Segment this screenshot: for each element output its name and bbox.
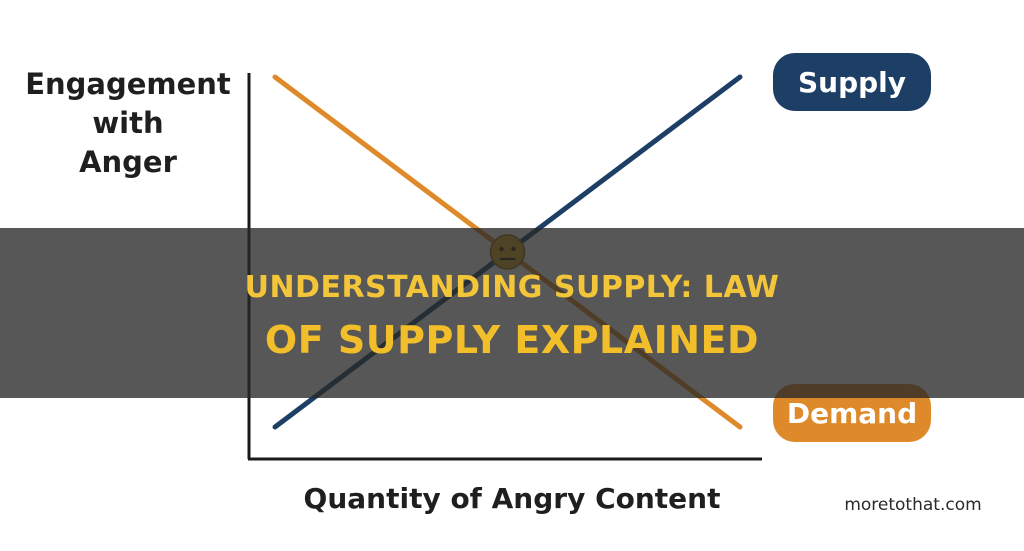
watermark: moretothat.com bbox=[844, 495, 981, 515]
y-axis-label-line-2: with bbox=[92, 106, 163, 140]
page-title-line-2: OF SUPPLY EXPLAINED bbox=[264, 318, 760, 362]
title-overlay-band bbox=[0, 228, 1024, 398]
page-title: UNDERSTANDING SUPPLY: LAW OF SUPPLY EXPL… bbox=[0, 262, 1024, 366]
y-axis-label-line-3: Anger bbox=[79, 145, 178, 179]
y-axis-label-line-1: Engagement bbox=[25, 67, 231, 101]
x-axis-label: Quantity of Angry Content bbox=[304, 482, 721, 515]
legend-supply: Supply bbox=[773, 53, 931, 111]
legend-demand-label: Demand bbox=[787, 397, 917, 430]
legend-supply-label: Supply bbox=[798, 66, 906, 99]
legend-demand: Demand bbox=[773, 384, 931, 442]
page-title-line-1: UNDERSTANDING SUPPLY: LAW bbox=[244, 270, 780, 305]
